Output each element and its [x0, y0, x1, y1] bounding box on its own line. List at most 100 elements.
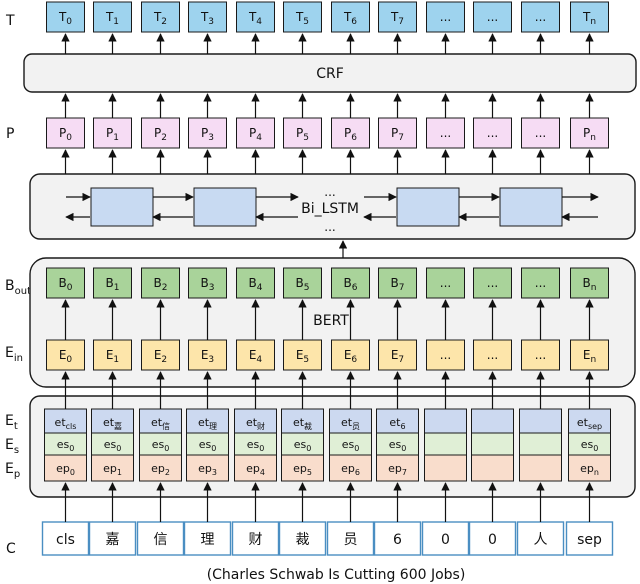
bert-output-box — [236, 267, 275, 299]
bert-output-label: B2 — [154, 276, 168, 293]
bert-output-box — [521, 267, 560, 299]
bert-output-label: B5 — [296, 276, 310, 293]
bert-input-label: En — [583, 348, 596, 365]
token-embedding-label: et员 — [341, 416, 360, 431]
input-char-label: 理 — [201, 532, 215, 548]
position-embedding-box — [471, 454, 514, 482]
segment-embedding-label: es0 — [389, 438, 407, 453]
bert-input-label: E4 — [249, 348, 263, 365]
prob-label: ... — [440, 126, 451, 140]
bert-output-box — [188, 267, 227, 299]
bert-output-label: B6 — [344, 276, 358, 293]
bert-input-label: E7 — [391, 348, 404, 365]
token-embedding-label: et嘉 — [103, 416, 122, 431]
input-char-label: cls — [56, 532, 75, 548]
position-embedding-label: ep3 — [198, 462, 217, 477]
bert-output-label: ... — [440, 276, 451, 290]
prob-label: P1 — [106, 126, 119, 143]
input-char-box — [41, 521, 90, 556]
input-char-label: 裁 — [296, 532, 310, 548]
bert-input-label: E1 — [106, 348, 119, 365]
bert-input-box — [473, 339, 512, 371]
input-char-box — [136, 521, 185, 556]
tag-label: T6 — [343, 10, 357, 27]
segment-embedding-box — [471, 432, 514, 456]
segment-embedding-label: es0 — [581, 438, 599, 453]
bert-input-label: ... — [487, 348, 498, 362]
tag-label: T2 — [153, 10, 167, 27]
row-label-c: C — [6, 541, 16, 557]
bert-input-box — [283, 339, 322, 371]
token-embedding-label: et6 — [389, 416, 405, 431]
input-char-label: 0 — [441, 532, 450, 548]
prob-box — [331, 117, 370, 149]
tag-label: T0 — [58, 10, 72, 27]
lstm-cell — [193, 187, 257, 227]
position-embedding-label: ep1 — [103, 462, 122, 477]
row-label-et: Et — [5, 413, 18, 432]
token-embedding-label: etcls — [55, 416, 77, 431]
prob-box — [521, 117, 560, 149]
prob-label: P4 — [249, 126, 262, 143]
segment-embedding-label: es0 — [199, 438, 217, 453]
row-label-p: P — [6, 126, 14, 142]
prob-box — [378, 117, 417, 149]
row-label-bout: Bout — [5, 278, 31, 297]
tag-label: T1 — [105, 10, 119, 27]
row-label-t: T — [5, 13, 15, 29]
bert-output-label: B0 — [59, 276, 73, 293]
token-embedding-box — [568, 408, 611, 434]
position-embedding-label: ep7 — [388, 462, 407, 477]
tag-box — [426, 1, 465, 33]
tag-label: T7 — [390, 10, 404, 27]
prob-box — [188, 117, 227, 149]
bilstm-layer: ... Bi_LSTM ... — [65, 185, 599, 234]
prob-label: ... — [487, 126, 498, 140]
prob-label: P5 — [296, 126, 309, 143]
bert-output-label: Bn — [583, 276, 597, 293]
row-label-es: Es — [5, 437, 19, 456]
bert-output-label: ... — [487, 276, 498, 290]
bilstm-dots-top: ... — [324, 185, 335, 199]
tag-label: T3 — [200, 10, 214, 27]
segment-embedding-label: es0 — [342, 438, 360, 453]
input-char-box — [88, 521, 137, 556]
bert-output-box — [426, 267, 465, 299]
bert-output-label: B1 — [106, 276, 120, 293]
position-embedding-label: ep2 — [151, 462, 170, 477]
bert-input-box — [236, 339, 275, 371]
prob-box — [473, 117, 512, 149]
bert-input-label: E0 — [59, 348, 73, 365]
bert-input-label: E6 — [344, 348, 358, 365]
position-embedding-label: epn — [580, 462, 599, 477]
input-char-box — [231, 521, 280, 556]
bert-output-box — [46, 267, 85, 299]
token-embedding-label: et财 — [246, 416, 265, 431]
token-embedding-label: etsep — [577, 416, 602, 431]
prob-label: P2 — [154, 126, 167, 143]
bert-input-box — [141, 339, 180, 371]
bert-output-box — [93, 267, 132, 299]
bert-output-label: ... — [535, 276, 546, 290]
bert-input-label: E2 — [154, 348, 167, 365]
token-embedding-box — [234, 408, 277, 434]
tag-box — [283, 1, 322, 33]
tag-box — [188, 1, 227, 33]
bert-output-box — [473, 267, 512, 299]
input-char-label: 0 — [488, 532, 497, 548]
position-embedding-box — [329, 454, 372, 482]
tag-box — [473, 1, 512, 33]
position-embedding-label: ep0 — [56, 462, 75, 477]
token-embedding-box — [424, 408, 467, 434]
prob-label: P6 — [344, 126, 357, 143]
position-embedding-box — [44, 454, 87, 482]
token-embedding-box — [139, 408, 182, 434]
bert-output-label: B4 — [249, 276, 263, 293]
tag-box — [331, 1, 370, 33]
tag-box — [46, 1, 85, 33]
